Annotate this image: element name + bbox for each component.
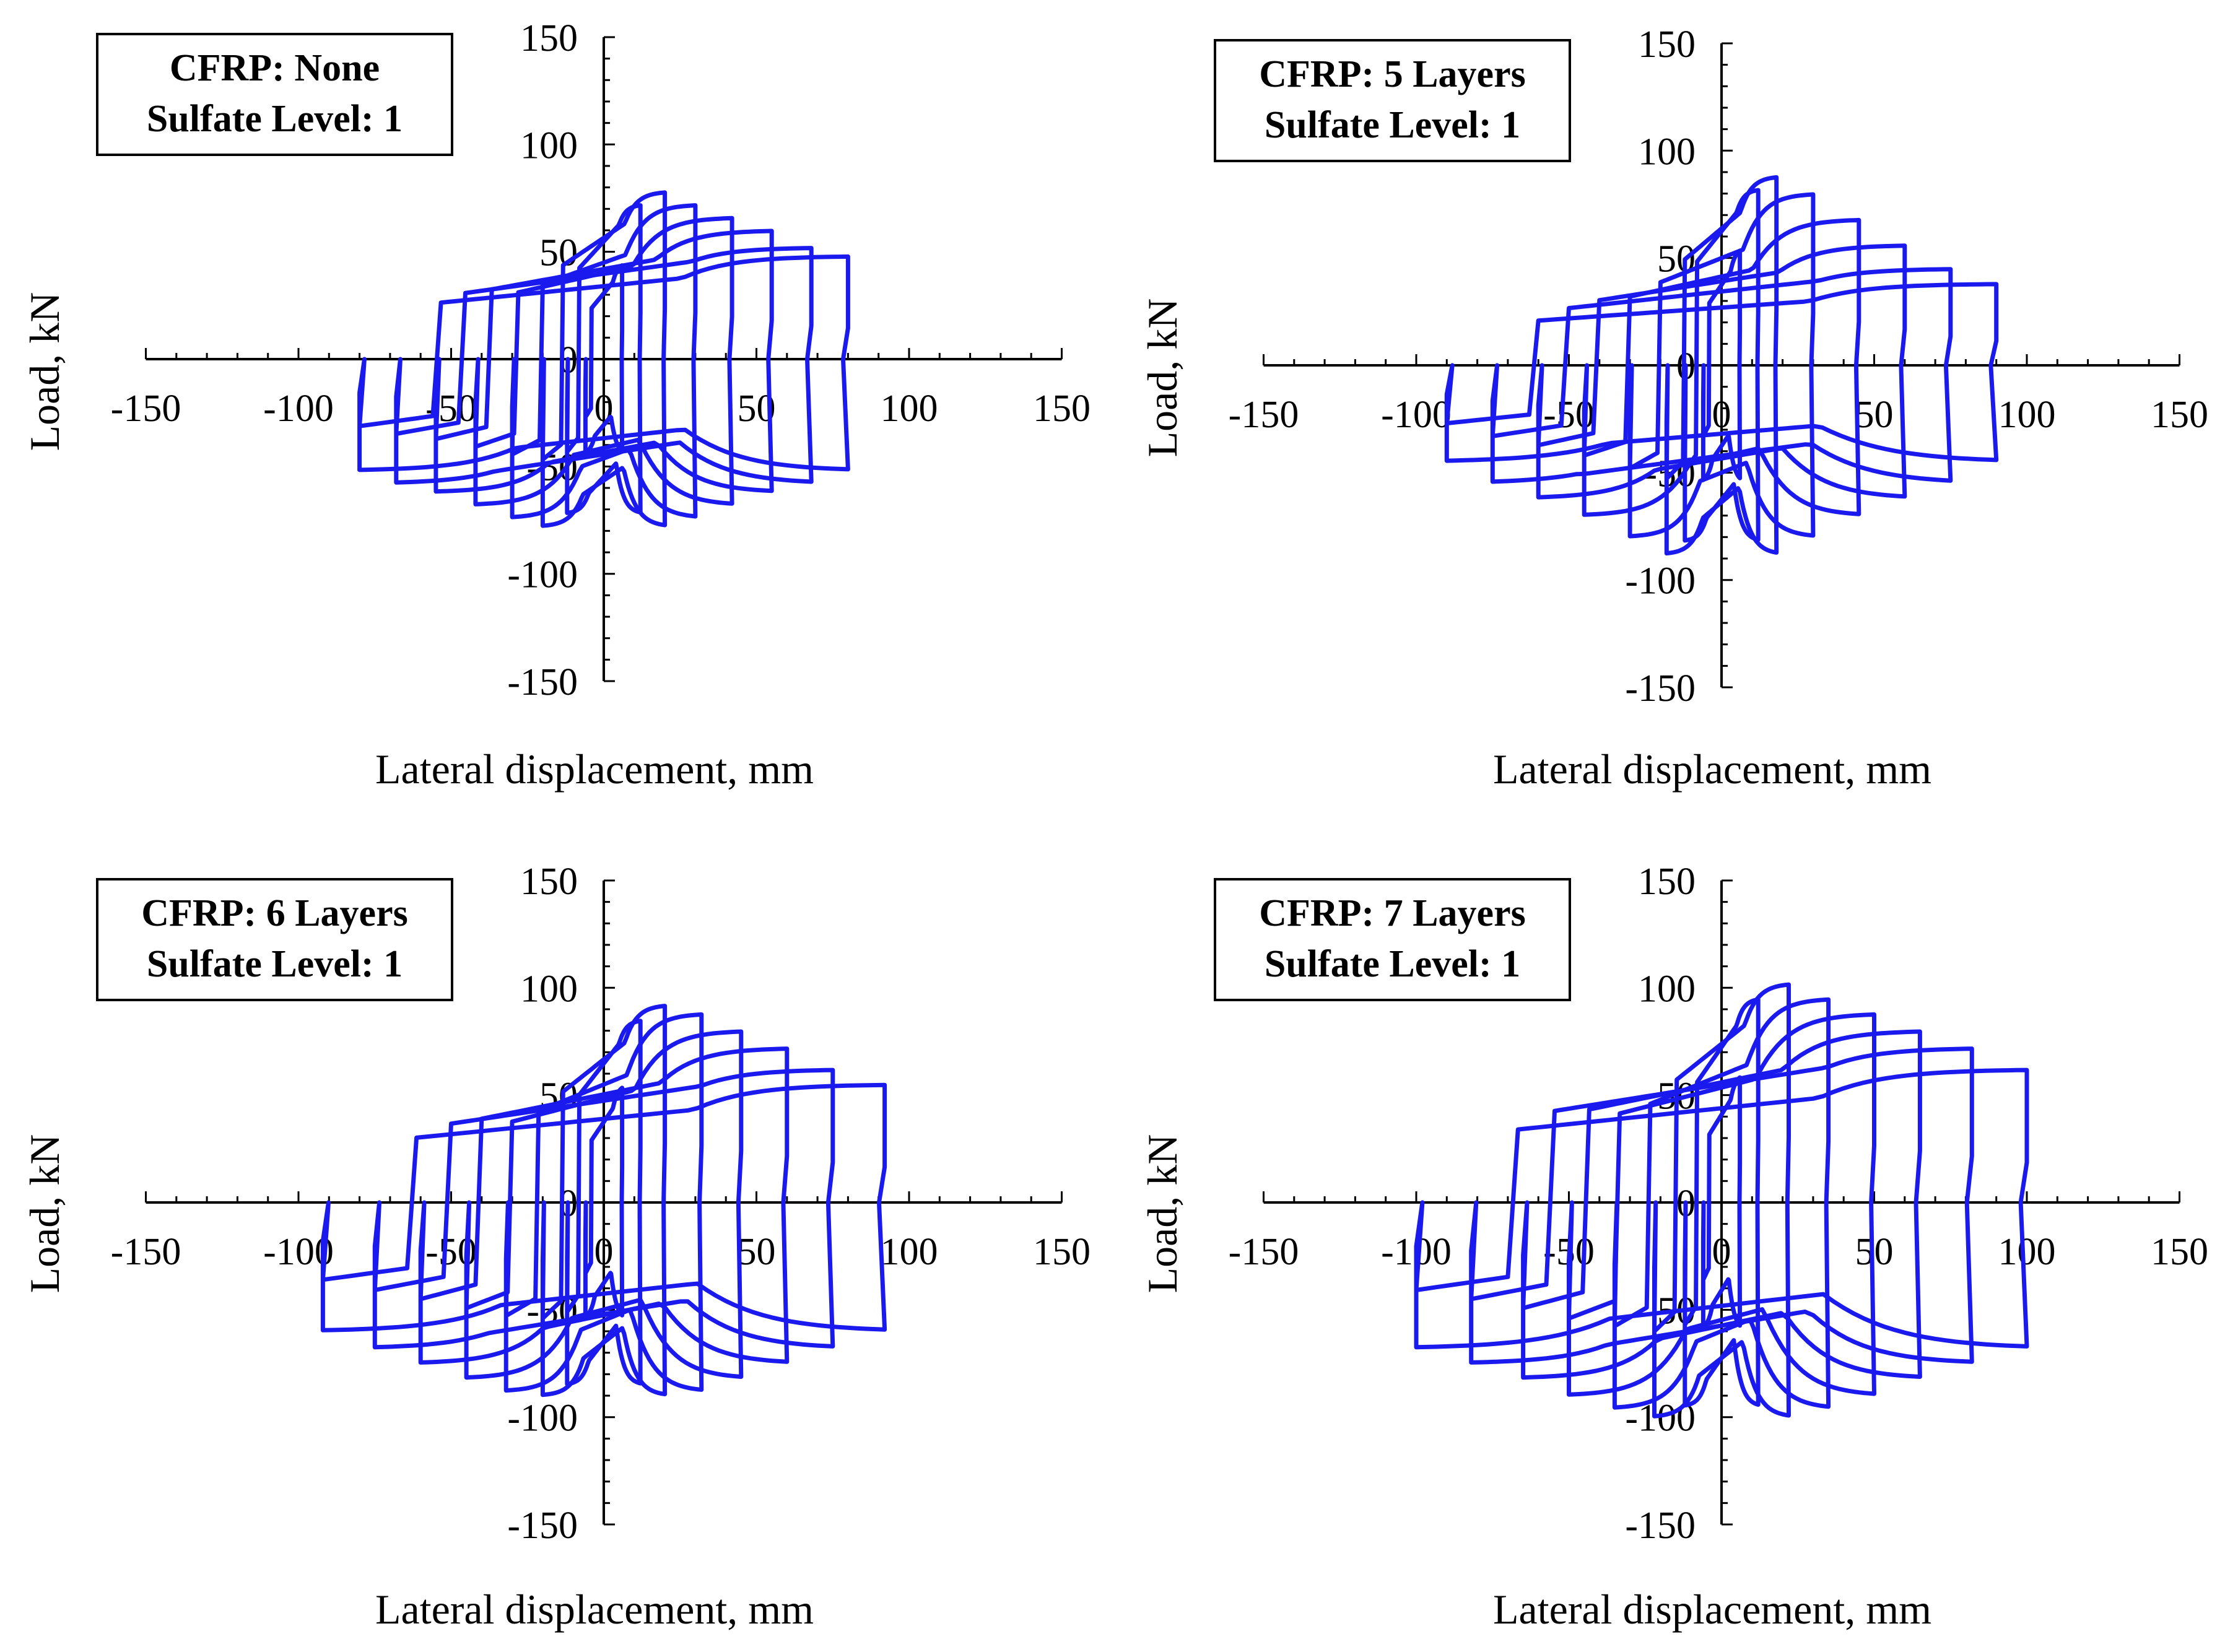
hysteresis-loop: [473, 215, 734, 506]
hysteresis-loop: [1627, 192, 1816, 539]
y-axis-title: Load, kN: [21, 1134, 68, 1293]
annotation-box: [1214, 39, 1571, 162]
annotation-line: Sulfate Level: 1: [147, 98, 403, 140]
annotation-line: CFRP: 7 Layers: [1259, 892, 1525, 934]
x-tick-label: 0: [594, 1231, 614, 1273]
x-axis-title: Lateral displacement, mm: [375, 1586, 814, 1633]
hysteresis-loop: [540, 190, 668, 528]
y-tick-label: 150: [1638, 24, 1696, 66]
y-tick-label: 50: [539, 232, 578, 274]
hysteresis-loop: [357, 254, 850, 472]
y-tick-label: 150: [520, 861, 578, 903]
y-tick-label: -100: [1625, 560, 1696, 602]
y-tick-label: -100: [507, 1398, 578, 1440]
annotation-line: CFRP: None: [170, 47, 380, 89]
x-tick-label: -150: [111, 388, 181, 430]
x-tick-label: 100: [1998, 1231, 2056, 1273]
y-tick-label: -150: [507, 1505, 578, 1547]
hysteresis-loop: [1567, 1012, 1876, 1397]
x-axis-title: Lateral displacement, mm: [1493, 1586, 1931, 1633]
hysteresis-loop: [372, 1067, 835, 1350]
hysteresis-loop: [418, 1046, 790, 1365]
x-tick-label: 100: [881, 1231, 938, 1273]
hysteresis-loop: [1490, 267, 1953, 484]
hysteresis-loop: [433, 228, 774, 494]
y-tick-label: -100: [507, 554, 578, 596]
hysteresis-loop: [1414, 1067, 2029, 1350]
hysteresis-loop: [1683, 997, 1761, 1408]
hysteresis-loop: [1444, 282, 1999, 463]
x-axis-title: Lateral displacement, mm: [1493, 746, 1931, 793]
y-axis-title: Load, kN: [1139, 1134, 1186, 1293]
annotation-line: Sulfate Level: 1: [1265, 943, 1520, 985]
x-tick-label: -100: [263, 388, 334, 430]
x-tick-label: 150: [2151, 394, 2208, 436]
annotation-line: Sulfate Level: 1: [1265, 104, 1520, 146]
x-tick-label: 150: [1033, 1231, 1091, 1273]
y-tick-label: -150: [1625, 1505, 1696, 1547]
hysteresis-loop: [1683, 188, 1761, 543]
y-tick-label: 100: [1638, 131, 1696, 173]
x-tick-label: 150: [1033, 388, 1091, 430]
hysteresis-loop: [394, 246, 814, 485]
x-tick-label: -150: [1229, 394, 1299, 436]
y-tick-label: 150: [1638, 861, 1696, 903]
x-tick-label: -150: [111, 1231, 181, 1273]
x-tick-label: 100: [881, 388, 938, 430]
annotation-box: [1214, 878, 1571, 1001]
annotation-line: CFRP: 6 Layers: [141, 892, 407, 934]
y-tick-label: -150: [1625, 667, 1696, 710]
annotation-line: Sulfate Level: 1: [147, 943, 403, 985]
annotation-box: [96, 33, 453, 156]
x-tick-label: 50: [1855, 394, 1894, 436]
y-tick-label: -150: [507, 661, 578, 703]
x-tick-label: 150: [2151, 1231, 2208, 1273]
annotation-line: CFRP: 5 Layers: [1259, 53, 1525, 95]
hysteresis-loop: [1664, 175, 1779, 556]
y-axis-title: Load, kN: [1139, 298, 1186, 458]
y-tick-label: 100: [520, 968, 578, 1010]
hysteresis-loop: [320, 1082, 887, 1332]
hysteresis-loop: [1536, 243, 1907, 500]
x-tick-label: 0: [1712, 1231, 1731, 1273]
x-axis-title: Lateral displacement, mm: [375, 746, 814, 793]
annotation-box: [96, 878, 453, 1001]
y-axis-title: Load, kN: [21, 292, 68, 451]
hysteresis-loop: [1469, 1046, 1974, 1365]
hysteresis-loop: [540, 1004, 668, 1398]
x-tick-label: 50: [738, 1231, 776, 1273]
hysteresis-loop: [1652, 982, 1791, 1419]
x-tick-label: 0: [1712, 394, 1731, 436]
y-tick-label: 100: [1638, 968, 1696, 1010]
x-tick-label: 100: [1998, 394, 2056, 436]
hysteresis-loop: [503, 1012, 704, 1393]
y-tick-label: 150: [520, 17, 578, 59]
x-tick-label: -100: [1381, 394, 1452, 436]
x-tick-label: -150: [1229, 1231, 1299, 1273]
y-tick-label: 100: [520, 124, 578, 167]
